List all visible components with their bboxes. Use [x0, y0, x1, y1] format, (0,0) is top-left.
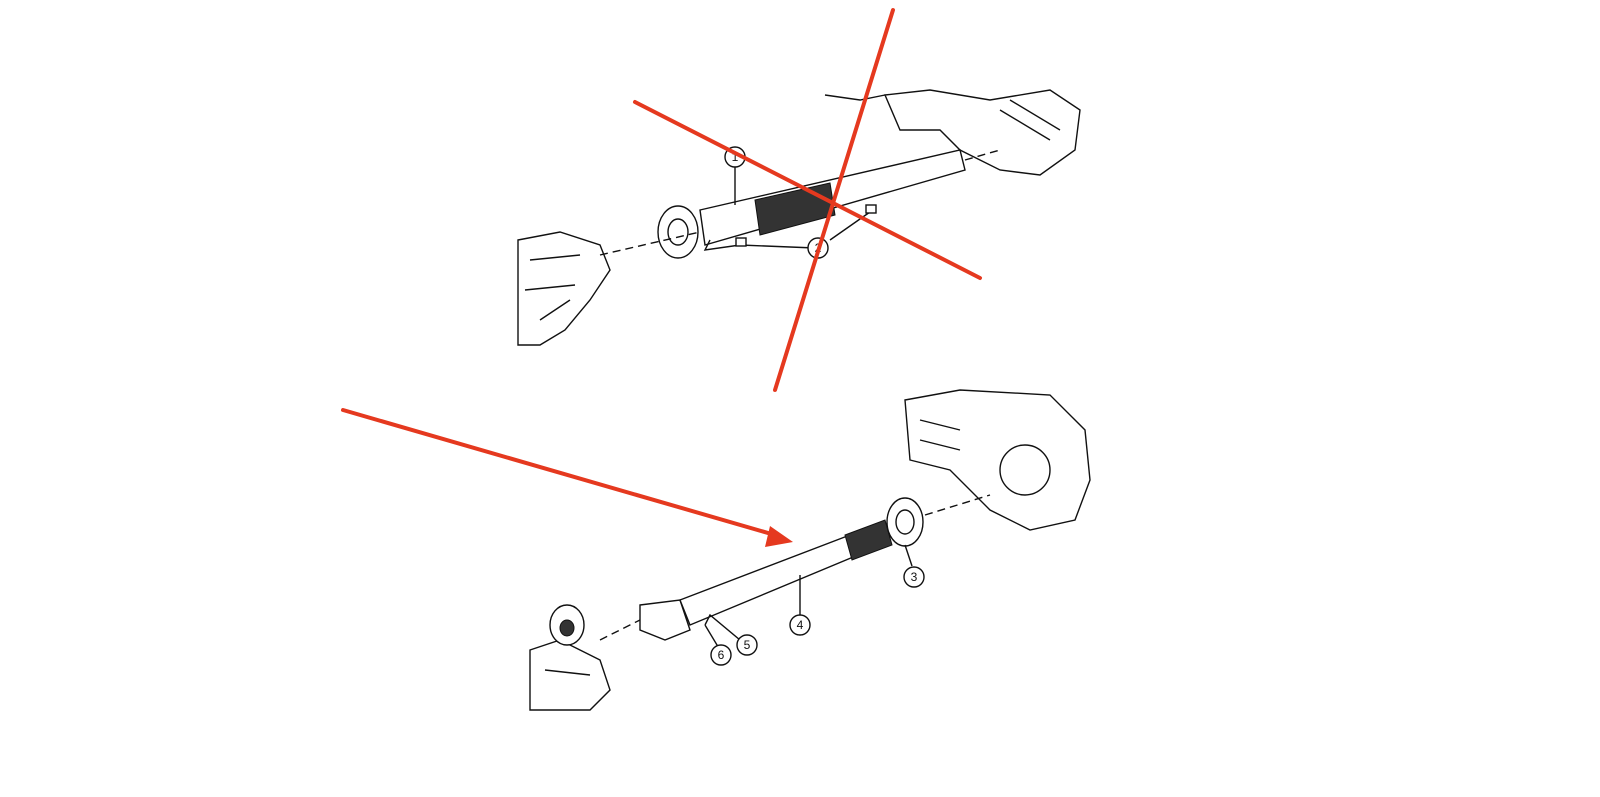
- callout-4: 4: [789, 614, 811, 636]
- top-transmission-housing: [517, 231, 611, 346]
- svg-text:4: 4: [797, 618, 804, 632]
- top-boot: [754, 182, 836, 236]
- bottom-transfer-case: [904, 389, 1091, 531]
- svg-text:6: 6: [718, 648, 725, 662]
- bottom-flange: [886, 497, 924, 547]
- red-annotations: [341, 8, 982, 547]
- svg-text:3: 3: [911, 570, 918, 584]
- bottom-boot: [844, 519, 893, 561]
- callout-5: 5: [736, 634, 758, 656]
- bottom-transmission-housing: [529, 639, 611, 711]
- callout-6: 6: [710, 644, 732, 666]
- pointer-arrow-line: [341, 408, 777, 537]
- callout-3: 3: [903, 566, 925, 588]
- top-flange: [657, 205, 699, 259]
- bottom-u-joint: [639, 599, 691, 641]
- svg-text:5: 5: [744, 638, 751, 652]
- cross-out-line-2: [773, 8, 895, 392]
- bottom-driveshaft-assembly: 3 4 5 6: [529, 389, 1091, 711]
- bottom-shaft: [679, 534, 859, 626]
- top-axle-housing: [883, 89, 1081, 176]
- cross-out-line-1: [633, 100, 982, 280]
- svg-text:1: 1: [732, 150, 739, 164]
- arrowhead-icon: [765, 526, 793, 547]
